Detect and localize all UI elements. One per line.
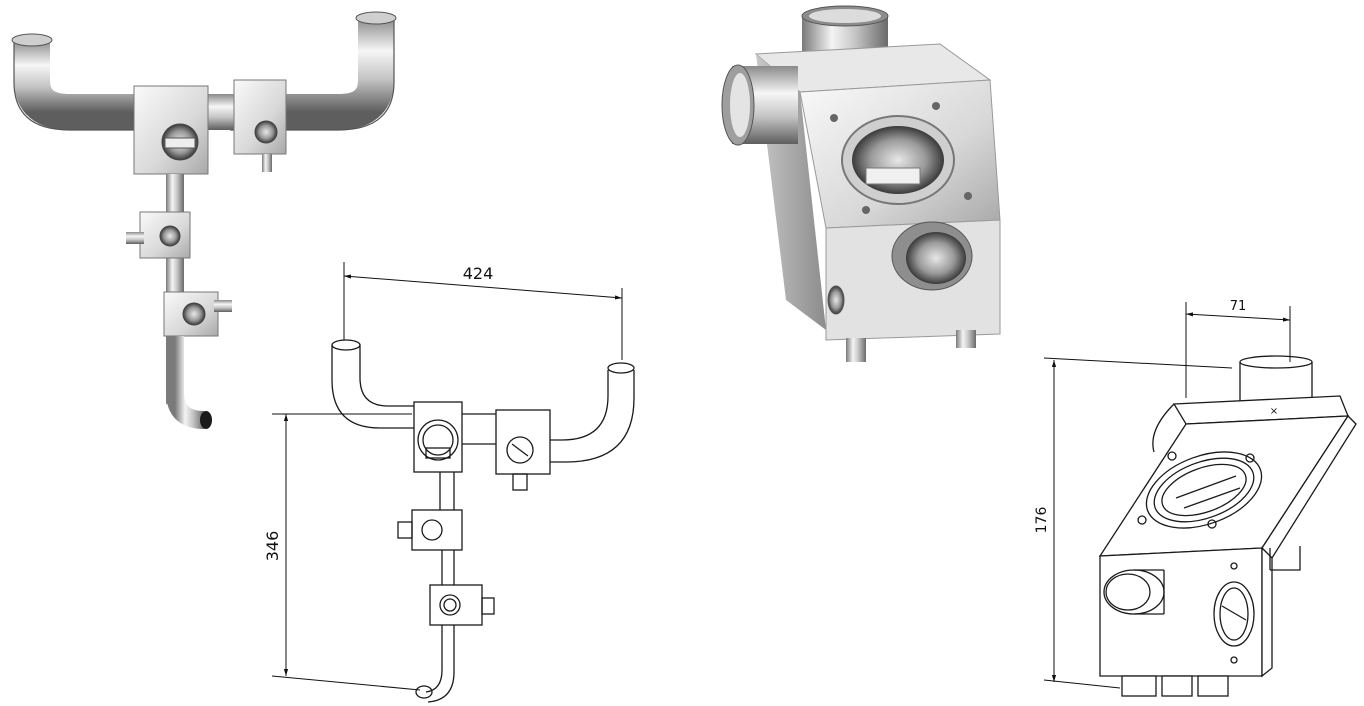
valve-body-drawing [1098, 355, 1357, 697]
dimension-height-small-label: 176 [1034, 507, 1050, 534]
valve-body-photo [721, 5, 1001, 362]
dimension-height-176 [1043, 357, 1233, 689]
dimension-width-label: 424 [463, 264, 494, 283]
center-mark: × [1270, 406, 1278, 417]
dimension-width-424 [343, 262, 623, 360]
dimension-width-71 [1185, 302, 1291, 398]
dimension-height-label: 346 [263, 531, 282, 562]
dimension-height-346 [271, 413, 421, 691]
manifold-drawing [331, 339, 635, 703]
manifold-photo [11, 11, 397, 429]
dimension-width-small-label: 71 [1230, 299, 1247, 314]
